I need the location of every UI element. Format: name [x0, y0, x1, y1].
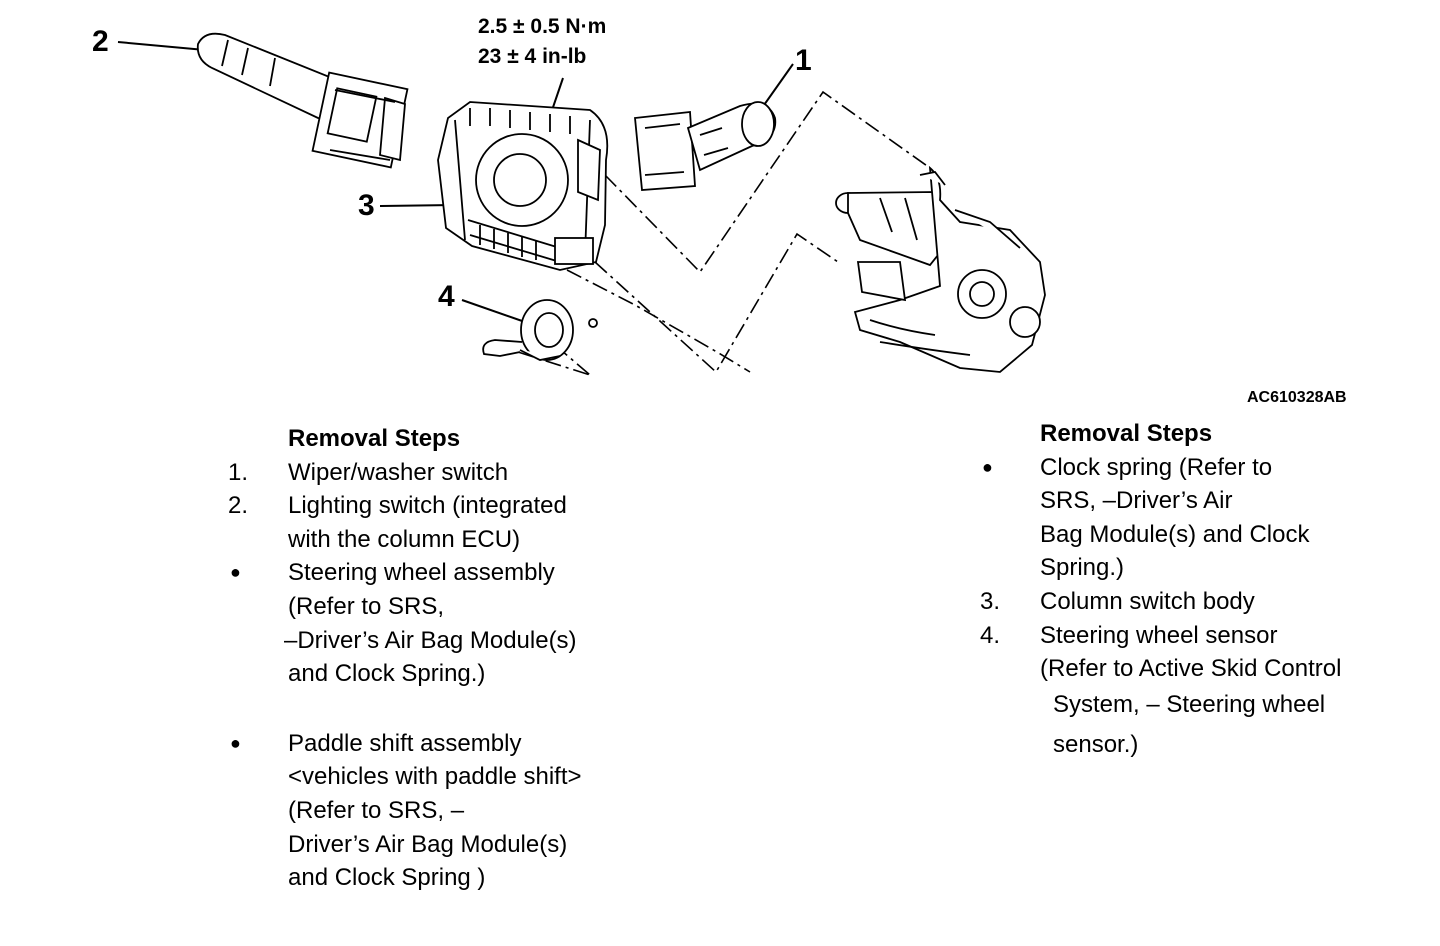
- assembly-phantom-lines: [517, 90, 931, 376]
- step-text: and Clock Spring.): [288, 660, 486, 688]
- step-text: SRS, –Driver’s Air: [1040, 487, 1233, 515]
- step-text: Paddle shift assembly: [288, 729, 522, 757]
- step-text: <vehicles with paddle shift>: [288, 763, 582, 791]
- callout-4: 4: [438, 280, 455, 313]
- leader-line-4: [461, 299, 526, 323]
- bullet-icon: ●: [982, 456, 993, 477]
- step-text: Driver’s Air Bag Module(s): [288, 830, 568, 858]
- torque-metric: 2.5 ± 0.5 N·m: [478, 15, 607, 38]
- step-text: (Refer to SRS,: [288, 592, 445, 620]
- step-text: sensor.): [1053, 730, 1139, 758]
- torque-imperial: 23 ± 4 in-lb: [478, 45, 587, 68]
- leader-line-2: [117, 41, 206, 51]
- step-text: Lighting switch (integrated: [288, 492, 567, 520]
- step-text: Bag Module(s) and Clock: [1040, 520, 1310, 548]
- exploded-view-illustration: [117, 32, 1046, 376]
- step-number: 1.: [228, 458, 249, 486]
- left-step-1: 1. Wiper/washer switch: [228, 456, 668, 490]
- step-text: Wiper/washer switch: [288, 458, 509, 486]
- wiper-switch-drawing: [634, 101, 777, 191]
- left-steps-heading: Removal Steps: [288, 425, 461, 452]
- callout-3: 3: [358, 189, 375, 222]
- right-step-clock-spring: ● Clock spring (Refer to SRS, –Driver’s …: [980, 451, 1420, 585]
- step-text: Steering wheel sensor: [1040, 621, 1278, 649]
- step-text: with the column ECU): [288, 525, 521, 553]
- step-number: 3.: [980, 587, 1001, 615]
- torque-spec: 2.5 ± 0.5 N·m 23 ± 4 in-lb: [478, 12, 606, 72]
- step-text: Steering wheel assembly: [288, 559, 555, 587]
- step-text: Clock spring (Refer to: [1040, 453, 1273, 481]
- right-removal-steps: Removal Steps ● Clock spring (Refer to S…: [980, 417, 1420, 766]
- steering-column-drawing: [835, 165, 1046, 373]
- step-number: 4.: [980, 621, 1001, 649]
- step-text: –Driver’s Air Bag Module(s): [284, 626, 577, 654]
- right-step-4: 4. Steering wheel sensor (Refer to Activ…: [980, 619, 1420, 766]
- lighting-switch-drawing: [196, 32, 409, 169]
- step-number: 2.: [228, 492, 249, 520]
- step-text: (Refer to SRS, –: [288, 796, 465, 824]
- step-text: System, – Steering wheel: [1053, 690, 1326, 718]
- left-step-paddle-shift: ● Paddle shift assembly <vehicles with p…: [228, 727, 668, 895]
- left-step-2: 2. Lighting switch (integrated with the …: [228, 489, 668, 556]
- right-step-3: 3. Column switch body: [980, 585, 1420, 619]
- callout-1: 1: [795, 44, 812, 77]
- step-text: and Clock Spring ): [288, 864, 486, 892]
- step-text: Spring.): [1040, 554, 1125, 582]
- bullet-icon: ●: [230, 732, 241, 753]
- column-switch-body-drawing: [437, 101, 609, 271]
- bullet-icon: ●: [230, 562, 241, 583]
- steering-sensor-drawing: [482, 299, 598, 361]
- left-step-steering-wheel: ● Steering wheel assembly (Refer to SRS,…: [228, 556, 668, 690]
- left-removal-steps: Removal Steps 1. Wiper/washer switch 2. …: [228, 422, 668, 895]
- step-text: (Refer to Active Skid Control: [1040, 655, 1342, 683]
- step-text: Column switch body: [1040, 587, 1255, 615]
- right-steps-heading: Removal Steps: [1040, 420, 1213, 447]
- figure-code: AC610328AB: [1247, 389, 1347, 406]
- callout-2: 2: [92, 25, 109, 58]
